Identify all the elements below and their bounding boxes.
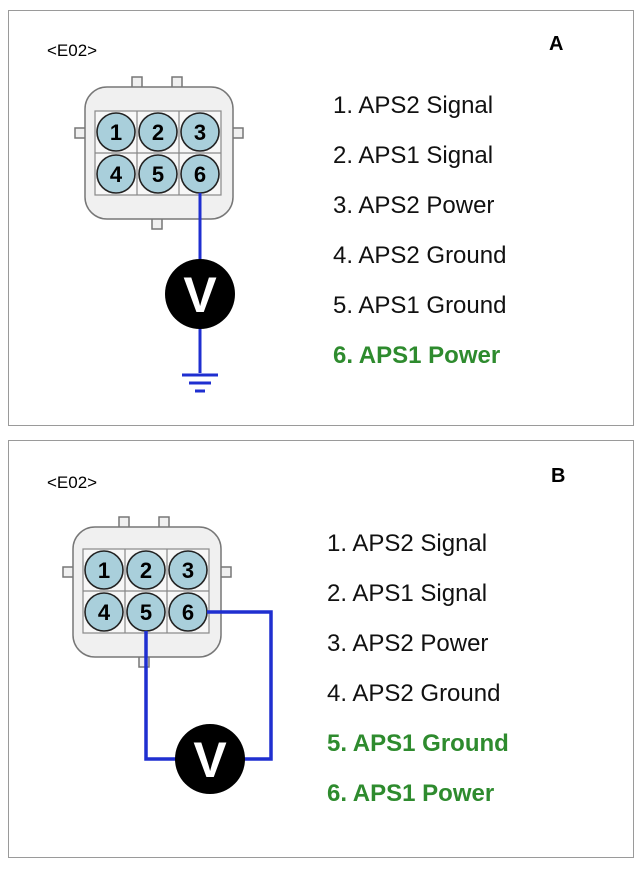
- connector-code-label: <E02>: [47, 473, 98, 492]
- connector-diagram: 1 2 3 4 5 6 V: [62, 516, 273, 794]
- svg-text:V: V: [193, 732, 227, 788]
- pin-legend-item: 2. APS1 Signal: [333, 142, 494, 169]
- panel-letter: A: [549, 33, 564, 55]
- pin-4: 4: [84, 592, 124, 632]
- pin-3: 3: [168, 550, 208, 590]
- svg-text:1: 1: [110, 120, 122, 145]
- svg-text:4: 4: [110, 162, 123, 187]
- svg-text:3: 3: [194, 120, 206, 145]
- pin-legend-item-highlighted: 6. APS1 Power: [327, 780, 495, 807]
- svg-text:3: 3: [182, 558, 194, 583]
- probe-wire-ground: [144, 631, 181, 761]
- pin-4: 4: [96, 154, 136, 194]
- svg-text:5: 5: [140, 600, 152, 625]
- ground-icon: [182, 373, 218, 393]
- pin-legend-item-highlighted: 5. APS1 Ground: [327, 730, 509, 757]
- pin-6: 6: [168, 592, 208, 632]
- pin-legend-item: 3. APS2 Power: [333, 192, 495, 219]
- panel-a: <E02> A 1 2 3 4 5: [8, 10, 634, 426]
- pin-legend-item-highlighted: 6. APS1 Power: [333, 342, 501, 369]
- svg-text:5: 5: [152, 162, 164, 187]
- connector-diagram: 1 2 3 4 5 6 V: [74, 76, 244, 393]
- pin-6: 6: [180, 154, 220, 194]
- svg-text:V: V: [183, 267, 217, 323]
- svg-text:4: 4: [98, 600, 111, 625]
- panel-letter: B: [551, 465, 566, 487]
- probe-wire-power: [207, 610, 273, 761]
- pin-1: 1: [96, 112, 136, 152]
- panel-b: <E02> B 1 2 3 4 5: [8, 440, 634, 858]
- pin-legend-item: 2. APS1 Signal: [327, 580, 488, 607]
- pin-5: 5: [126, 592, 166, 632]
- pin-legend: 1. APS2 Signal 2. APS1 Signal 3. APS2 Po…: [333, 81, 506, 381]
- svg-text:6: 6: [194, 162, 206, 187]
- pin-legend-item: 3. APS2 Power: [327, 630, 489, 657]
- pin-2: 2: [126, 550, 166, 590]
- svg-text:2: 2: [140, 558, 152, 583]
- pin-legend-item: 4. APS2 Ground: [327, 680, 501, 707]
- pin-legend-item: 1. APS2 Signal: [327, 530, 488, 557]
- svg-text:6: 6: [182, 600, 194, 625]
- voltmeter-icon: V: [175, 724, 245, 794]
- pin-3: 3: [180, 112, 220, 152]
- connector-code-label: <E02>: [47, 41, 98, 60]
- pin-2: 2: [138, 112, 178, 152]
- pin-legend-item: 5. APS1 Ground: [333, 292, 507, 319]
- pin-legend-item: 4. APS2 Ground: [333, 242, 507, 269]
- svg-text:1: 1: [98, 558, 110, 583]
- pin-legend: 1. APS2 Signal 2. APS1 Signal 3. APS2 Po…: [327, 519, 509, 819]
- pin-5: 5: [138, 154, 178, 194]
- pin-1: 1: [84, 550, 124, 590]
- voltmeter-icon: V: [165, 259, 235, 329]
- pin-legend-item: 1. APS2 Signal: [333, 92, 494, 119]
- svg-text:2: 2: [152, 120, 164, 145]
